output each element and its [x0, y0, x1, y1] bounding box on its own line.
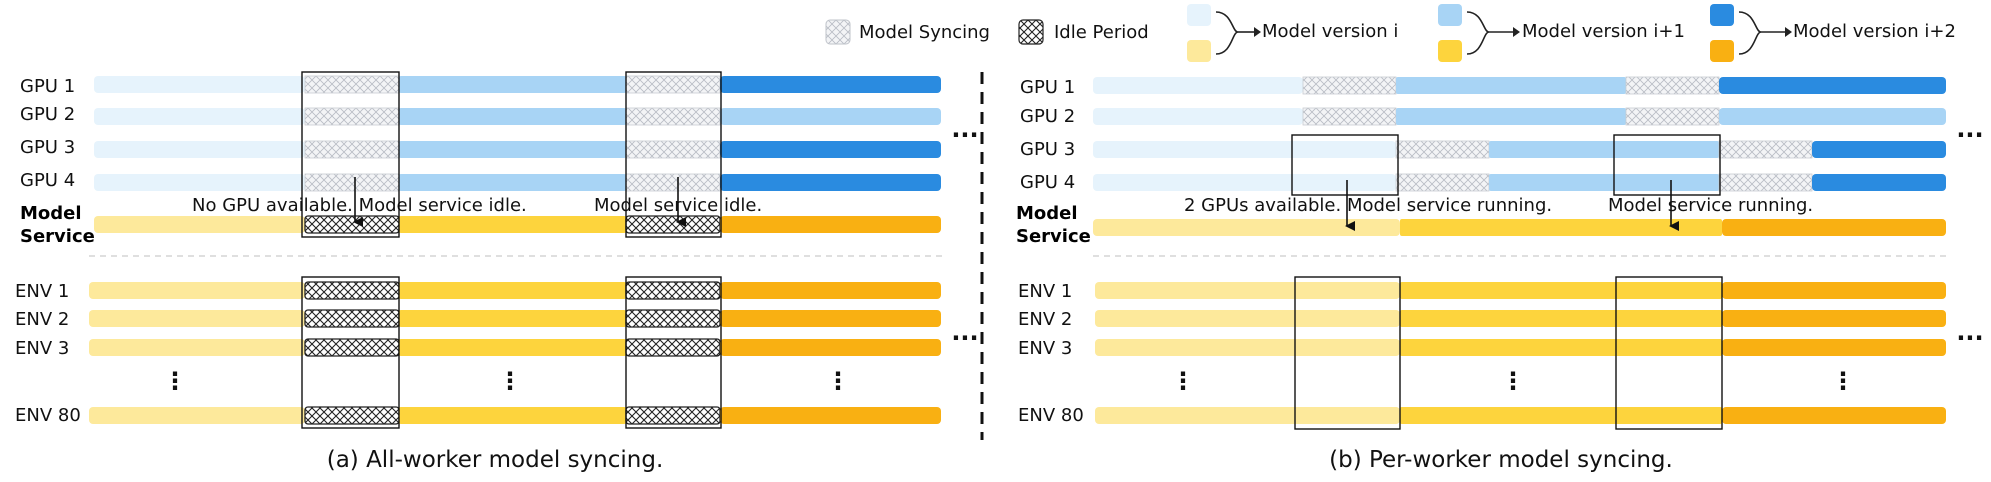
panel-a-sync-box-1: [301, 71, 400, 238]
legend: Model Syncing Idle Period Model version …: [825, 4, 1956, 62]
panel-b-env-rows: [1095, 282, 1946, 424]
legend-v2-label: Model version i+2: [1793, 21, 1956, 42]
panel-a-model-service-label-2: Service: [20, 226, 95, 247]
panel-b-vdots-2: ⋮: [1501, 367, 1525, 395]
panel-a-gpu3-label: GPU 3: [20, 137, 75, 158]
legend-v0-gpu-swatch: [1187, 4, 1211, 26]
panel-a-env-rows: [89, 281, 941, 425]
panel-b-env80-label: ENV 80: [1018, 405, 1084, 426]
panel-a-hdots-1: ···: [951, 121, 978, 149]
panel-a-gpu-rows: [94, 75, 941, 192]
panel-a-gpu4-label: GPU 4: [20, 170, 75, 191]
panel-a-model-service-label-1: Model: [20, 203, 82, 224]
legend-v1-brace: [1466, 11, 1490, 55]
panel-b-hdots-2: ···: [1956, 324, 1983, 352]
legend-v1-gpu-swatch: [1438, 4, 1462, 26]
panel-a-vdots-2: ⋮: [498, 367, 522, 395]
panel-b-env2-label: ENV 2: [1018, 309, 1072, 330]
legend-v2-gpu-swatch: [1710, 4, 1734, 26]
panel-b-env-box-1: [1294, 276, 1401, 430]
panel-a-env-box-2: [625, 276, 722, 429]
panel-b-gpu3-label: GPU 3: [1020, 139, 1075, 160]
panel-a-caption: (a) All-worker model syncing.: [327, 447, 664, 473]
panel-a-model-service-row: [94, 215, 941, 234]
panel-a-env80-label: ENV 80: [15, 405, 81, 426]
panel-a-env1-label: ENV 1: [15, 281, 69, 302]
panel-b-gpu-box-1: [1291, 134, 1399, 196]
panel-b-note-1: 2 GPUs available. Model service running.: [1184, 195, 1552, 216]
legend-syncing-swatch: [825, 19, 851, 45]
panel-a-gpu2-label: GPU 2: [20, 104, 75, 125]
panel-a: GPU 1 GPU 2 GPU 3 GPU 4 Model Service EN…: [15, 71, 979, 473]
panel-b-vdots-1: ⋮: [1171, 367, 1195, 395]
legend-v0-env-swatch: [1187, 40, 1211, 62]
legend-v0-label: Model version i: [1262, 21, 1398, 42]
panel-b-gpu-rows: [1093, 76, 1946, 192]
panel-b-note-2: Model service running.: [1608, 195, 1813, 216]
panel-b-env1-label: ENV 1: [1018, 281, 1072, 302]
legend-v2-env-swatch: [1710, 40, 1734, 62]
panel-a-hdots-2: ···: [951, 324, 978, 352]
panel-a-env2-label: ENV 2: [15, 309, 69, 330]
panel-a-env-box-1: [301, 276, 400, 429]
legend-v1-label: Model version i+1: [1522, 21, 1685, 42]
panel-a-sync-box-2: [625, 71, 722, 238]
legend-v0-brace: [1215, 11, 1239, 55]
panel-a-note-1: No GPU available. Model service idle.: [192, 195, 527, 216]
panel-b-gpu-box-2: [1613, 134, 1721, 196]
panel-b-gpu1-label: GPU 1: [1020, 77, 1075, 98]
panel-b-gpu2-label: GPU 2: [1020, 106, 1075, 127]
panel-b-caption: (b) Per-worker model syncing.: [1329, 447, 1673, 473]
legend-idle-label: Idle Period: [1054, 22, 1149, 43]
panel-a-note-2: Model service idle.: [594, 195, 762, 216]
panel-b-env3-label: ENV 3: [1018, 338, 1072, 359]
panel-b-hdots-1: ···: [1956, 121, 1983, 149]
legend-syncing-label: Model Syncing: [859, 22, 990, 43]
panel-a-vdots-3: ⋮: [826, 367, 850, 395]
panel-b-model-service-label-1: Model: [1016, 203, 1078, 224]
legend-v2-brace: [1738, 11, 1762, 55]
panel-b: GPU 1 GPU 2 GPU 3 GPU 4 Model Service EN…: [1016, 76, 1984, 473]
panel-b-gpu4-label: GPU 4: [1020, 172, 1075, 193]
legend-v1-env-swatch: [1438, 40, 1462, 62]
panel-b-vdots-3: ⋮: [1831, 367, 1855, 395]
panel-a-vdots-1: ⋮: [163, 367, 187, 395]
panel-b-model-service-label-2: Service: [1016, 226, 1091, 247]
panel-a-gpu1-label: GPU 1: [20, 76, 75, 97]
panel-b-model-service-row: [1093, 219, 1946, 236]
panel-a-env3-label: ENV 3: [15, 338, 69, 359]
legend-idle-swatch: [1018, 19, 1044, 45]
panel-b-env-box-2: [1615, 276, 1723, 430]
